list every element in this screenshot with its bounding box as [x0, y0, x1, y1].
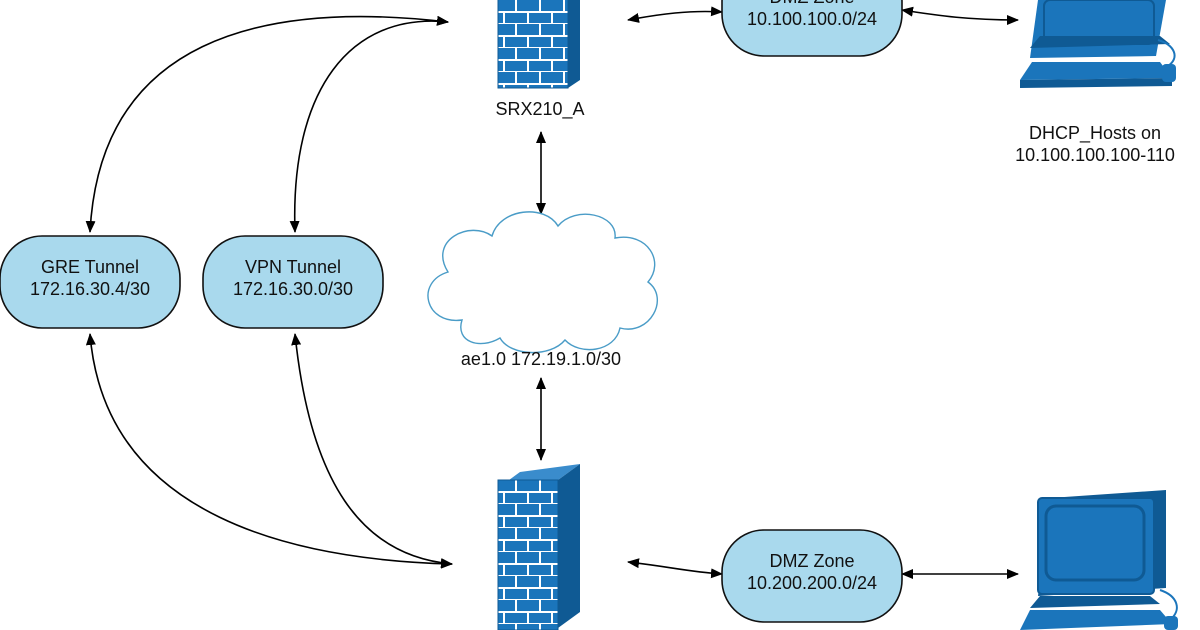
gre-tunnel-name: GRE Tunnel — [40, 257, 140, 277]
gre-tunnel-shape — [0, 235, 181, 329]
gre-tunnel-label: GRE Tunnel 172.16.30.4/30 — [0, 256, 180, 300]
dmz-bottom-name: DMZ Zone — [769, 551, 855, 571]
dmz-top-label: DMZ Zone 10.100.100.0/24 — [722, 0, 902, 30]
edge-dmztop-hosts — [901, 6, 1019, 25]
dmz-bottom-label: DMZ Zone 10.200.200.0/24 — [722, 550, 902, 594]
edges — [85, 6, 1019, 579]
dhcp-hosts-range: 10.100.100.100-110 — [1015, 145, 1175, 165]
edge-srxa-vpn — [289, 15, 449, 233]
dhcp-hosts-name: DHCP_Hosts on — [1028, 123, 1162, 143]
edge-vpn-srxb — [291, 333, 453, 569]
edge-srxb-dmzbottom — [627, 558, 723, 579]
dmz-top-shape — [721, 0, 903, 57]
srx210-a-label: SRX210_A — [495, 99, 585, 119]
gre-tunnel-subnet: 172.16.30.4/30 — [29, 279, 151, 299]
vpn-tunnel-shape — [202, 235, 384, 329]
firewall-b-icon — [497, 464, 580, 630]
computer-bottom-icon — [1020, 490, 1178, 630]
vpn-tunnel-label: VPN Tunnel 172.16.30.0/30 — [203, 256, 383, 300]
zone-shapes — [0, 0, 903, 623]
dmz-bottom-subnet: 10.200.200.0/24 — [746, 573, 878, 593]
dmz-top-name: DMZ Zone — [722, 0, 902, 8]
firewall-a-icon — [497, 0, 580, 89]
edge-gre-srxb — [85, 333, 453, 569]
vpn-tunnel-subnet: 172.16.30.0/30 — [232, 279, 354, 299]
edge-srxa-gre — [85, 15, 449, 233]
computer-top-icon — [1020, 0, 1176, 88]
cloud-shape — [427, 211, 658, 354]
vpn-tunnel-name: VPN Tunnel — [244, 257, 342, 277]
dmz-bottom-shape — [721, 529, 903, 623]
edge-srxa-dmztop — [627, 6, 723, 23]
cloud-label: ae1.0 172.19.1.0/30 — [460, 349, 622, 369]
dmz-top-subnet: 10.100.100.0/24 — [746, 9, 878, 29]
dhcp-hosts-label: DHCP_Hosts on 10.100.100.100-110 — [995, 122, 1195, 166]
